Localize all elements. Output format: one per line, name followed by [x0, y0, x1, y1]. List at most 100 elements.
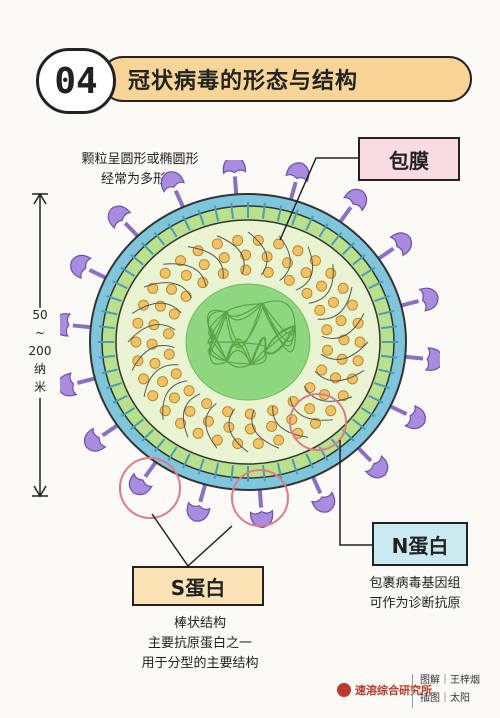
n-protein-strand [303, 385, 353, 402]
arrow-down-icon [33, 485, 47, 498]
s-protein-head [222, 160, 247, 175]
page-title: 冠状病毒的形态与结构 [128, 69, 359, 94]
n-protein-bead [175, 417, 187, 429]
membrane-protein [213, 205, 220, 222]
membrane-protein [153, 438, 166, 453]
membrane-protein [374, 382, 390, 390]
n-protein-strand [278, 235, 291, 281]
membrane-protein [352, 253, 366, 266]
n-protein-bead [163, 348, 175, 360]
n-protein-bead [301, 287, 313, 299]
n-protein-bead [335, 315, 347, 327]
size-top: 50 [32, 308, 48, 322]
membrane-protein [378, 368, 395, 375]
footer-credits: 图解｜王梓烟 插图｜太阳 [420, 672, 480, 708]
s-protein-head [83, 427, 107, 452]
n-protein-strand [143, 364, 179, 398]
s-desc-line2: 主要抗原蛋白之一 [147, 636, 252, 651]
n-protein-strand [163, 263, 207, 287]
membrane-protein [291, 458, 299, 475]
footer-divider [412, 674, 413, 708]
s-protein-head [343, 188, 368, 212]
n-protein-bead [211, 434, 223, 446]
membrane-protein [213, 462, 220, 479]
rna-genome [206, 300, 297, 368]
credit-illustration: 图解｜王梓烟 [420, 675, 480, 686]
n-protein-strand [321, 313, 365, 339]
n-protein-bead [180, 269, 192, 281]
n-protein-bead [316, 364, 328, 376]
n-protein-bead [352, 355, 364, 367]
membrane-protein [342, 242, 355, 256]
membrane-protein [330, 231, 343, 246]
n-protein-strand [127, 324, 176, 343]
n-protein-strand [143, 282, 193, 299]
n-protein-bead [168, 392, 180, 404]
genome-core [185, 283, 311, 401]
membrane-protein [230, 465, 234, 482]
n-protein-strand [295, 246, 314, 291]
membrane-protein [120, 266, 136, 277]
membrane-protein [120, 407, 136, 418]
n-protein-bead [321, 344, 333, 356]
s-protein-head [285, 162, 310, 183]
n-desc-line1: 包裹病毒基因组 [369, 576, 461, 591]
n-protein-bead [218, 252, 230, 264]
envelope-label: 包膜 [358, 137, 460, 181]
n-protein-bead [184, 405, 196, 417]
n-protein-bead [321, 324, 333, 336]
footer-logo: 速溶综合研究所 [337, 682, 432, 698]
n-protein-strand [272, 405, 309, 438]
virus-diagram [60, 160, 440, 529]
n-protein-bead [266, 420, 278, 432]
shape-note-line1: 颗粒呈圆形或椭圆形 [81, 152, 199, 167]
n-protein-bead [183, 385, 195, 397]
n-protein-strand [320, 341, 369, 360]
n-protein-bead [168, 308, 180, 320]
credit-drawing: 插图｜太阳 [420, 693, 470, 704]
n-protein-strand [216, 235, 245, 275]
s-protein-head [60, 313, 72, 337]
membrane-protein [197, 458, 205, 475]
n-protein-label: N蛋白 [372, 522, 468, 566]
s-protein-head [160, 171, 185, 193]
n-protein-bead [132, 317, 144, 329]
size-unit2: 米 [33, 380, 46, 394]
membrane-protein [197, 209, 205, 226]
n-protein-ring [127, 231, 369, 453]
size-unit1: 纳 [33, 362, 46, 376]
n-protein-strand [228, 408, 249, 453]
membrane-protein [318, 222, 329, 238]
membrane-protein [305, 215, 314, 231]
n-protein-bead [300, 267, 312, 279]
membrane-protein [141, 242, 154, 256]
n-protein-bead [201, 398, 213, 410]
n-protein-strand [317, 286, 353, 320]
n-protein-bead [175, 255, 187, 267]
s-protein-head [186, 501, 211, 522]
n-protein-bead [198, 259, 210, 271]
size-mid: ~ [34, 326, 46, 340]
s-protein-desc: 棒状结构 主要抗原蛋白之一 用于分型的主要结构 [110, 614, 290, 674]
n-protein-bead [273, 238, 285, 250]
s-protein-label-text: S蛋白 [170, 575, 226, 600]
envelope-leader [279, 157, 358, 241]
n-protein-bead [211, 238, 223, 250]
n-protein-bead [157, 376, 169, 388]
s-protein-head [404, 404, 426, 430]
shape-note-line2: 经常为多形性 [100, 172, 179, 187]
n-protein-bead [240, 264, 252, 276]
n-protein-bead [130, 336, 142, 348]
s-protein-head [311, 491, 336, 513]
s-desc-line3: 用于分型的主要结构 [141, 656, 259, 671]
n-protein-bead [232, 234, 244, 246]
s-protein-head [128, 472, 153, 496]
s-protein-head [60, 372, 78, 397]
n-protein-bead [309, 417, 321, 429]
n-protein-strand [187, 246, 224, 279]
n-protein-bead [292, 245, 304, 257]
membrane-protein [98, 354, 115, 359]
membrane-protein [262, 202, 266, 219]
logo-icon [337, 683, 351, 697]
membrane-protein [381, 325, 398, 330]
